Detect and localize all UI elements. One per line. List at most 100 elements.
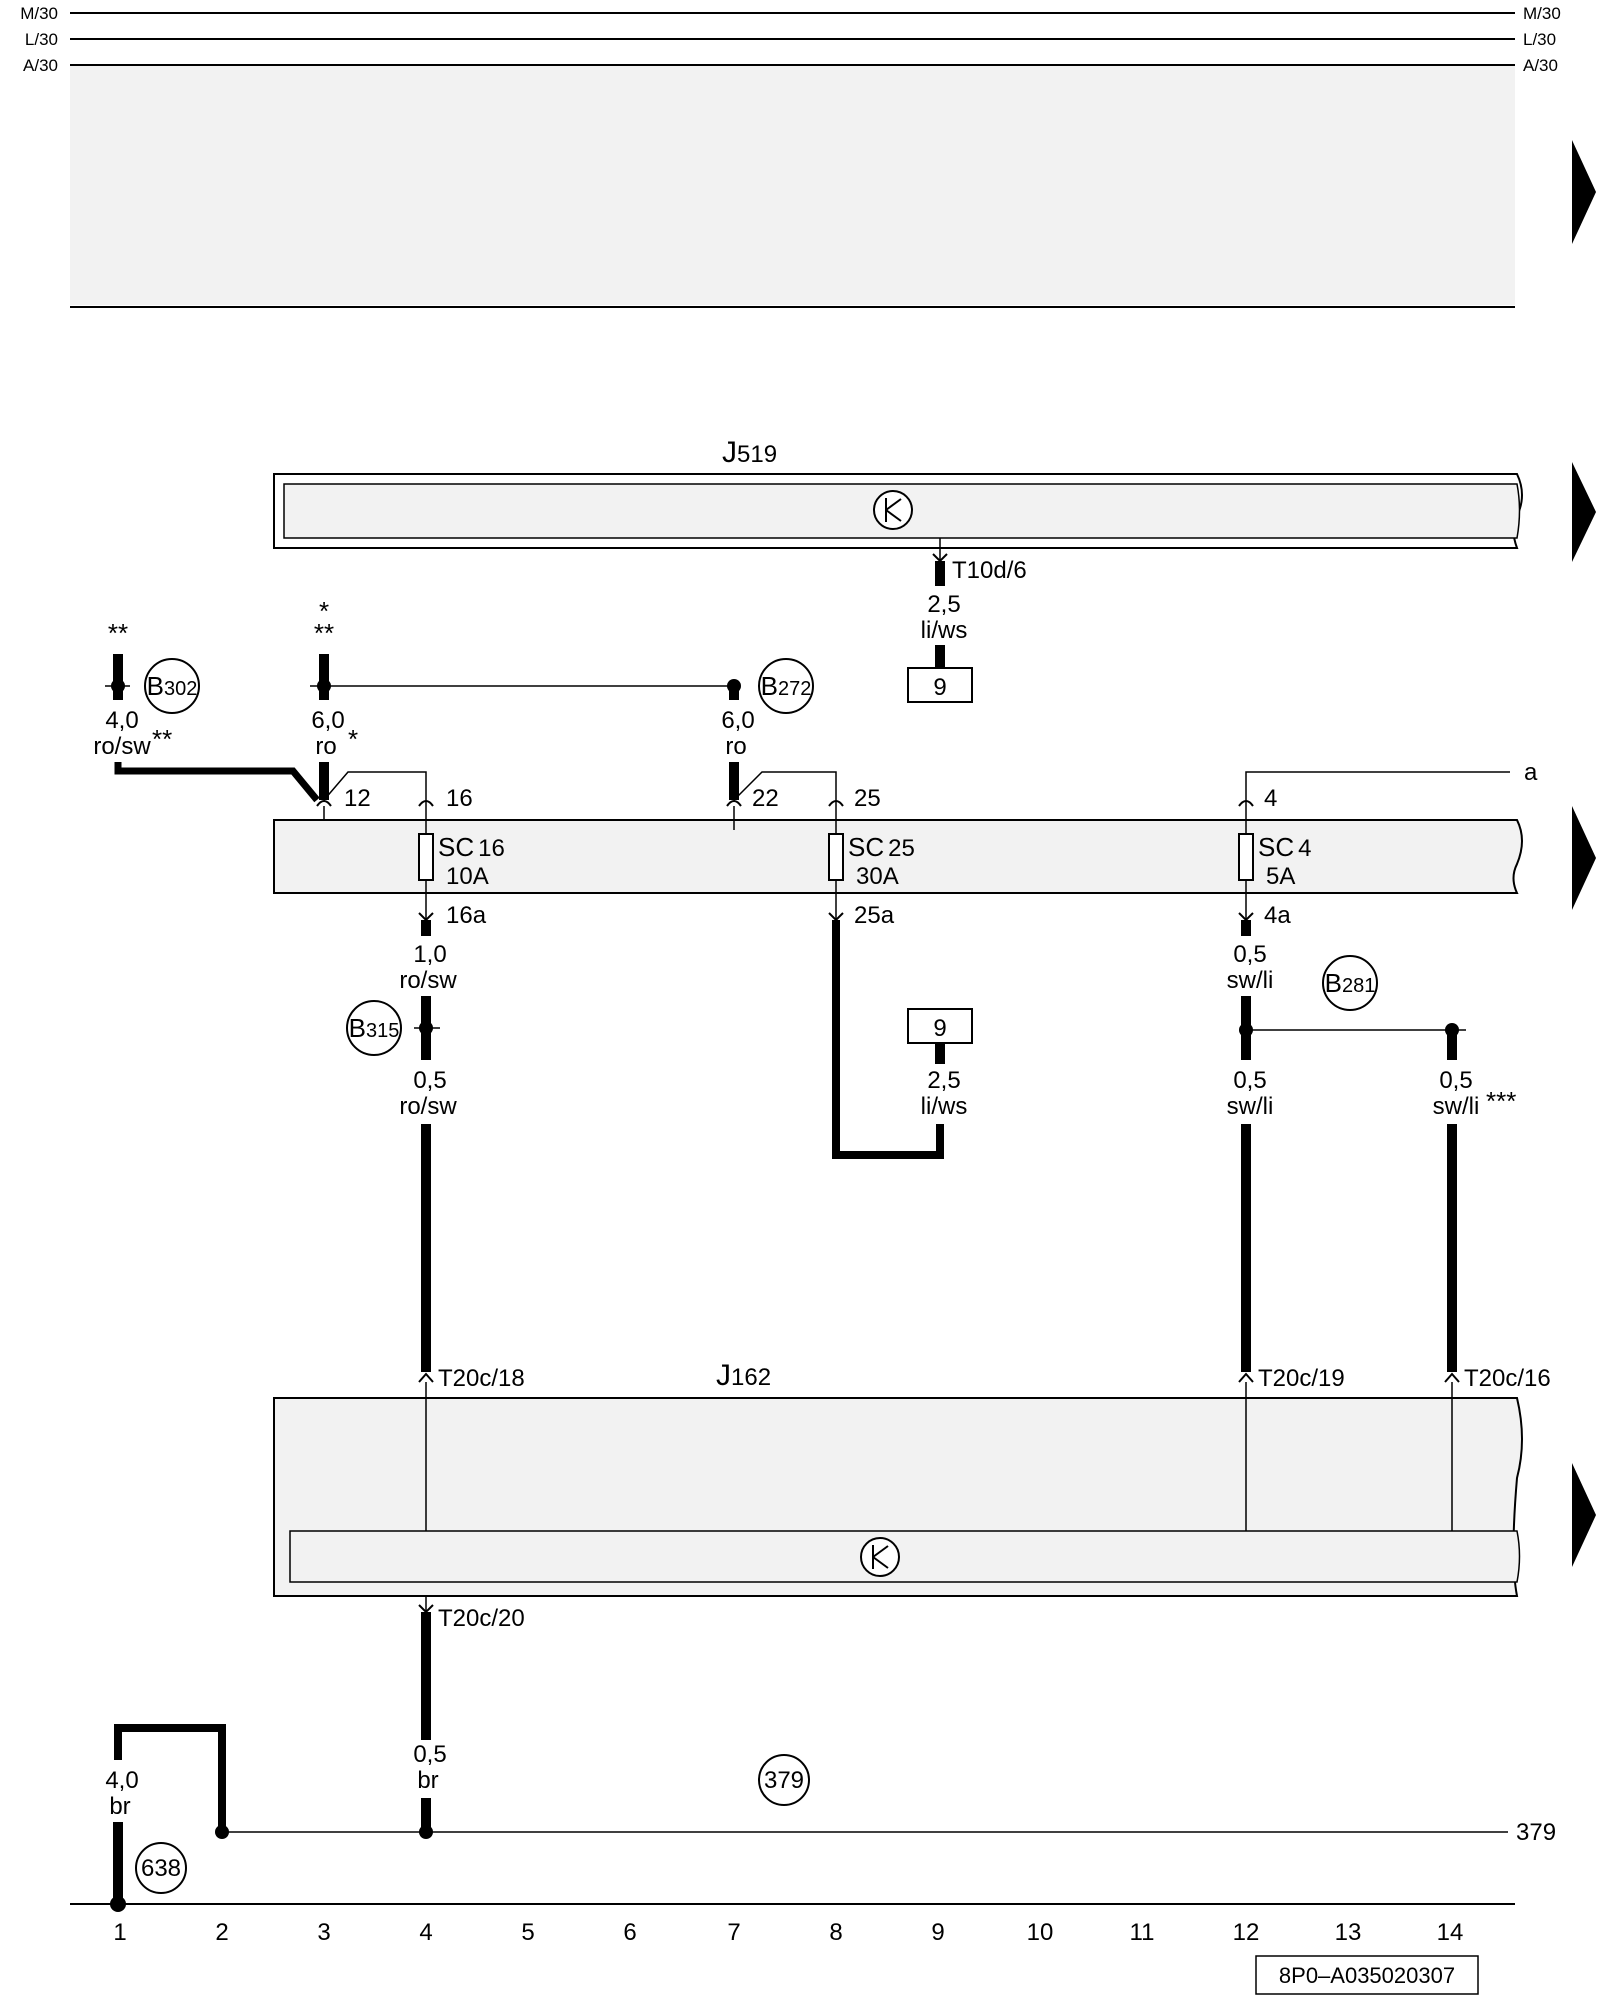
rail-label-left-l30: L/30 (25, 30, 58, 49)
wire-sc16-out-size: 1,0 (413, 941, 446, 968)
fuse-input-contacts (316, 800, 1254, 830)
wire-b281-b-color: sw/li (1433, 1093, 1480, 1120)
wire-b302-to-pin12 (114, 762, 320, 803)
fuse-sc4-rating: 5A (1266, 863, 1295, 890)
splice-b315-circle (346, 1000, 402, 1056)
continuation-arrow-icon (1572, 1463, 1596, 1567)
j519-transistor-icon (873, 490, 913, 530)
b272-junction-dot (727, 679, 741, 693)
wire-b302-size: 4,0 (105, 707, 138, 734)
rail-label-right-l30: L/30 (1523, 30, 1556, 49)
pin-16a-label: 16a (446, 902, 487, 929)
rail-area-background (70, 65, 1515, 305)
wire-b281-b-size: 0,5 (1439, 1067, 1472, 1094)
splice-b281-label: B281 (1325, 968, 1376, 998)
pin-16-label: 16 (446, 785, 473, 812)
ground-point-638-circle (135, 1842, 187, 1894)
pin-25a-label: 25a (854, 902, 895, 929)
fuse-sc16-icon (418, 833, 434, 881)
track-number: 13 (1335, 1919, 1362, 1946)
ref-box-9-mid-label: 9 (933, 1015, 946, 1042)
wire-ground-main-loop (114, 1724, 226, 1832)
splice-b272-label: B272 (761, 671, 812, 701)
ref-ground-379: 379 (1516, 1819, 1556, 1846)
track-number: 12 (1233, 1919, 1260, 1946)
contact-t20c18 (418, 1372, 434, 1383)
connector-t20c20-label: T20c/20 (438, 1605, 525, 1632)
contact-pin12 (316, 800, 332, 807)
wire-sc4-out-color: sw/li (1227, 967, 1274, 994)
splice-b302-label: B302 (147, 671, 198, 701)
marker-triple-star: *** (1486, 1086, 1516, 1116)
continuation-arrow-icon (1572, 806, 1596, 910)
pin-12-label: 12 (344, 785, 371, 812)
track-number: 11 (1130, 1919, 1155, 1946)
wire-b315-out-color: ro/sw (399, 1093, 457, 1120)
track-number: 5 (521, 1919, 534, 1946)
wire-b302-color: ro/sw (93, 733, 151, 760)
track-number: 7 (727, 1919, 740, 1946)
marker-double-star-feed: ** (314, 618, 334, 648)
splice-b272-circle (758, 658, 814, 714)
contact-t20c16 (1444, 1372, 1460, 1383)
contact-t20c19 (1238, 1372, 1254, 1383)
ref-box-9-mid (907, 1008, 973, 1044)
footer-code-box (1255, 1955, 1479, 1995)
fuse-carrier-box (273, 819, 1523, 894)
wire-j162-ground-size: 0,5 (413, 1741, 446, 1768)
fuse-sc4-icon (1238, 833, 1254, 881)
pin-22-label: 22 (752, 785, 779, 812)
bridge-pin12-pin16 (323, 771, 427, 801)
connector-t20c19-label: T20c/19 (1258, 1365, 1345, 1392)
track-number: 6 (623, 1919, 636, 1946)
wire-b281-a-color: sw/li (1227, 1093, 1274, 1120)
fuse-output-pin-labels: 16a 25a 4a (446, 902, 1291, 929)
b281-junction-dot-left (1239, 1023, 1253, 1037)
rail-label-right-a30: A/30 (1523, 56, 1558, 75)
contact-pin22 (726, 800, 742, 807)
wire-ground-main-color: br (109, 1793, 130, 1820)
pin-4-label: 4 (1264, 785, 1277, 812)
rail-label-right-m30: M/30 (1523, 4, 1561, 23)
rail-label-left-m30: M/30 (20, 4, 58, 23)
ref-box-9-top (907, 667, 973, 703)
rail-label-left-a30: A/30 (23, 56, 58, 75)
wire-ground-main-size: 4,0 (105, 1767, 138, 1794)
connector-t20c16-label: T20c/16 (1464, 1365, 1551, 1392)
marker-single-star-feed-top: * (319, 596, 329, 626)
splice-b281-circle (1322, 955, 1378, 1011)
track-number: 4 (419, 1919, 432, 1946)
j162-transistor-icon (860, 1537, 900, 1577)
track-number: 1 (113, 1919, 126, 1946)
fuse-sc16-rating: 10A (446, 863, 489, 890)
rail-labels-right: M/30 L/30 A/30 (1523, 4, 1561, 75)
ref-a: a (1524, 759, 1538, 786)
line-pin4-to-a (1245, 771, 1510, 800)
connector-t20c18-label: T20c/18 (438, 1365, 525, 1392)
track-number: 10 (1027, 1919, 1054, 1946)
continuation-arrow-icon (1572, 140, 1596, 244)
j519-label: J519 (722, 436, 777, 469)
j162-input-contacts (418, 1372, 1460, 1383)
j162-input-labels: T20c/18 T20c/19 T20c/16 (438, 1365, 1551, 1392)
fuse-carrier (273, 819, 1523, 894)
track-number: 3 (317, 1919, 330, 1946)
track-number: 9 (931, 1919, 944, 1946)
bridge-pin22-pin25 (733, 771, 837, 801)
wire-sc4-out-size: 0,5 (1233, 941, 1266, 968)
continuation-arrow-icon (1572, 462, 1596, 562)
j162-label: J162 (716, 1359, 771, 1392)
fuse-output-contacts (418, 893, 1254, 922)
wire-b281-a-size: 0,5 (1233, 1067, 1266, 1094)
wire-sc16-out-color: ro/sw (399, 967, 457, 994)
wire-b272-size: 6,0 (721, 707, 754, 734)
rails (70, 12, 1515, 308)
marker-double-star-b302-wire: ** (152, 724, 172, 754)
marker-double-star-b302: ** (108, 618, 128, 648)
